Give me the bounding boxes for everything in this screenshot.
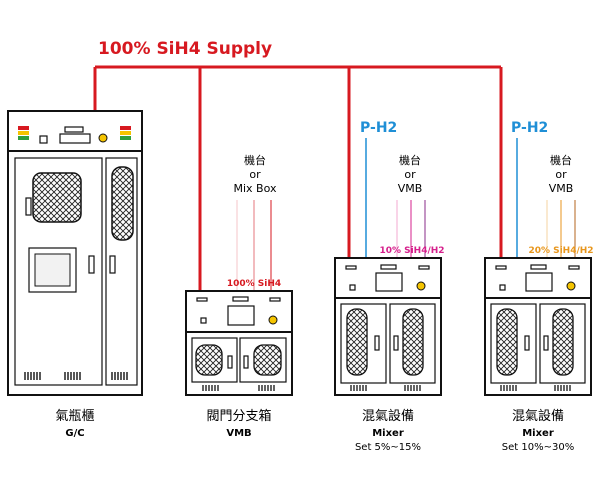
mixer2-dest-line2: or <box>555 168 567 181</box>
vmb-name-label: 閥門分支箱 <box>206 408 271 424</box>
gc-display-icon <box>64 126 84 133</box>
gc-name-label: 氣瓶櫃 <box>55 409 94 424</box>
mixer2-setting-label: Set 10%~30% <box>502 442 574 453</box>
mixer2-grille-icon <box>500 385 571 391</box>
mixer1-right-vent-icon <box>402 308 424 376</box>
status-lamp-left-icon <box>18 126 29 140</box>
mixer1-dest-line2: or <box>404 168 416 181</box>
mixer2-outlet-lines <box>546 200 576 258</box>
mixer2-right-vent-icon <box>552 308 574 376</box>
vmb-outlet-lines <box>236 200 272 290</box>
vmb-flow-label: 100% SiH4 <box>227 279 281 289</box>
vmb-cabinet <box>185 290 293 396</box>
gc-code-label: G/C <box>65 428 84 439</box>
vmb-right-vent-icon <box>253 344 282 376</box>
gc-grille-icon <box>24 372 128 380</box>
supply-header-lines <box>93 65 503 290</box>
mixer1-name-label: 混氣設備 <box>362 408 414 424</box>
mixer2-left-vent-icon <box>496 308 518 376</box>
status-lamp-right-icon <box>120 126 131 140</box>
mixer2-dest-line3: VMB <box>549 182 574 195</box>
mixer1-dest-line1: 機台 <box>399 153 421 167</box>
gc-viewport-icon <box>28 247 77 293</box>
mixer2-cabinet <box>484 257 592 396</box>
mixer1-alarm-icon <box>416 281 426 291</box>
mixer1-dest-line3: VMB <box>398 182 423 195</box>
mixer1-h2-label: P-H2 <box>360 120 397 136</box>
mixer2-display-icon <box>530 264 547 270</box>
diagram-title: 100% SiH4 Supply <box>98 39 272 59</box>
mixer2-h2-label: P-H2 <box>511 120 548 136</box>
gas-cabinet <box>7 110 143 396</box>
mixer1-code-label: Mixer <box>372 428 404 439</box>
vmb-left-vent-icon <box>195 344 223 376</box>
vmb-dest-line1: 機台 <box>244 153 266 167</box>
vmb-grille-icon <box>202 385 275 391</box>
mixer1-flow-label: 10% SiH4/H2 <box>379 246 444 256</box>
vmb-dest-line3: Mix Box <box>233 182 276 195</box>
mixer2-name-label: 混氣設備 <box>512 408 564 424</box>
mixer1-grille-icon <box>350 385 421 391</box>
mixer1-left-vent-icon <box>346 308 368 376</box>
gc-alarm-icon <box>98 133 108 143</box>
vmb-alarm-icon <box>268 315 278 325</box>
mixer1-outlet-lines <box>396 200 426 258</box>
mixer1-setting-label: Set 5%~15% <box>355 442 421 453</box>
vmb-code-label: VMB <box>226 428 251 439</box>
vmb-dest-line2: or <box>249 168 261 181</box>
vmb-display-icon <box>232 296 249 302</box>
mixer1-cabinet <box>334 257 442 396</box>
mixer2-alarm-icon <box>566 281 576 291</box>
mixer1-display-icon <box>380 264 397 270</box>
mixer2-dest-line1: 機台 <box>550 153 572 167</box>
mixer2-flow-label: 20% SiH4/H2 <box>528 246 593 256</box>
mixer2-code-label: Mixer <box>522 428 554 439</box>
gc-window-vent-icon <box>32 172 82 223</box>
gc-side-vent-icon <box>111 166 134 241</box>
